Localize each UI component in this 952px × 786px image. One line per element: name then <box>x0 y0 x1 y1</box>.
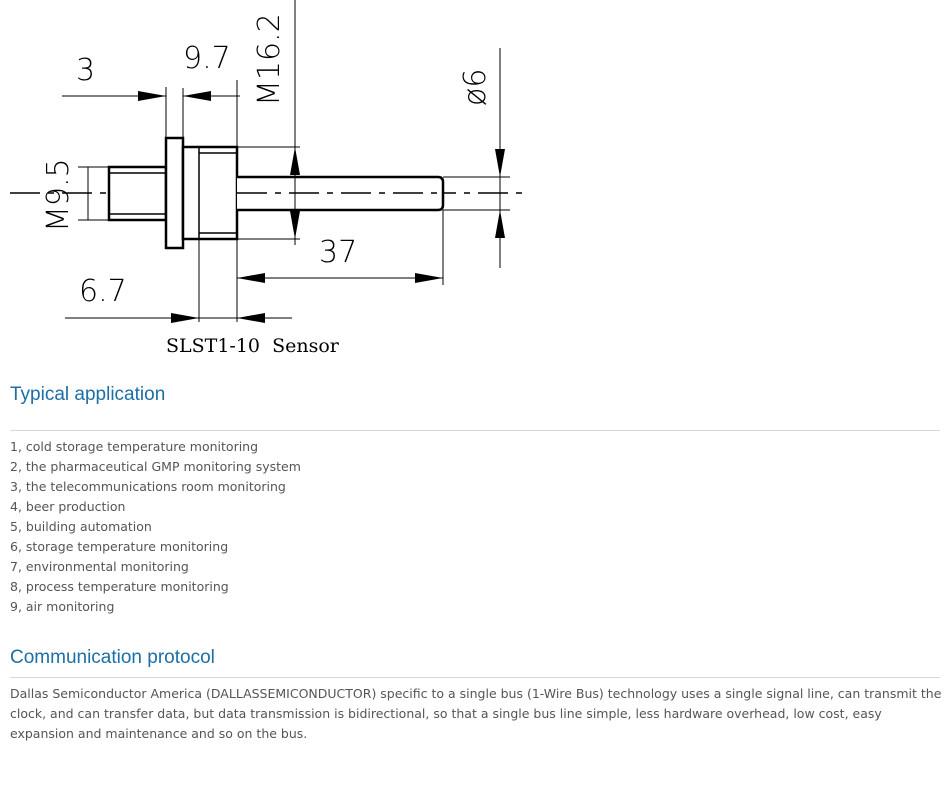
list-item: 9, air monitoring <box>10 599 115 614</box>
list-item: 2, the pharmaceutical GMP monitoring sys… <box>10 459 301 474</box>
left-thread-body <box>107 165 168 222</box>
dim-6-7-label: 6.7 <box>79 274 127 309</box>
protocol-description: Dallas Semiconductor America (DALLASSEMI… <box>10 686 942 741</box>
application-list: 1, cold storage temperature monitoring 2… <box>10 437 301 617</box>
dim-9-7-label: 9.7 <box>183 41 231 76</box>
dim-phi6-label: ø6 <box>458 69 493 106</box>
typical-application-heading: Typical application <box>10 384 166 405</box>
sensor-technical-drawing: 3 9.7 M16.2 ø6 M9.5 37 6.7 SLST1-10 Sens… <box>10 0 522 357</box>
list-item: 4, beer production <box>10 499 126 514</box>
hex-body <box>181 145 239 241</box>
section-divider <box>10 677 940 678</box>
list-item: 1, cold storage temperature monitoring <box>10 439 259 454</box>
dim-m16-2-label: M16.2 <box>252 13 287 106</box>
dim-37-label: 37 <box>319 235 357 270</box>
probe-tube <box>237 175 445 212</box>
list-item: 5, building automation <box>10 519 152 534</box>
list-item: 6, storage temperature monitoring <box>10 539 229 554</box>
list-item: 8, process temperature monitoring <box>10 579 229 594</box>
communication-protocol-heading: Communication protocol <box>10 647 215 668</box>
drawing-caption: SLST1-10 Sensor <box>166 335 340 357</box>
list-item: 7, environmental monitoring <box>10 559 189 574</box>
dim-3-label: 3 <box>76 53 95 88</box>
flange <box>164 136 185 250</box>
section-divider <box>10 430 940 431</box>
list-item: 3, the telecommunications room monitorin… <box>10 479 286 494</box>
dim-m9-5-label: M9.5 <box>41 158 76 232</box>
